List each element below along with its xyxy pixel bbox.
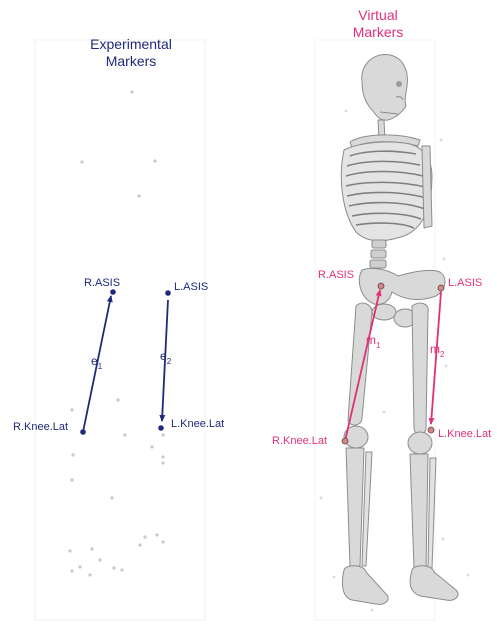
virtual-label-r-asis: R.ASIS bbox=[318, 269, 354, 281]
virtual-title-line1: Virtual bbox=[358, 7, 397, 23]
skeleton-illustration bbox=[341, 55, 458, 605]
vector-e2-symbol: e2 bbox=[160, 349, 172, 366]
vector-m2-symbol: m2 bbox=[430, 342, 445, 359]
experimental-scatter-markers bbox=[68, 90, 164, 576]
experimental-label-l-knee: L.Knee.Lat bbox=[171, 418, 224, 430]
virtual-r-knee-marker bbox=[342, 438, 348, 444]
virtual-label-l-asis: L.ASIS bbox=[448, 277, 482, 289]
virtual-r-asis-marker bbox=[378, 283, 384, 289]
virtual-l-knee-marker bbox=[428, 427, 434, 433]
experimental-r-asis-marker bbox=[110, 289, 116, 295]
experimental-l-asis-marker bbox=[165, 290, 171, 296]
experimental-label-r-asis: R.ASIS bbox=[84, 277, 120, 289]
experimental-label-r-knee: R.Knee.Lat bbox=[13, 421, 68, 433]
virtual-label-l-knee: L.Knee.Lat bbox=[438, 428, 491, 440]
virtual-label-r-knee: R.Knee.Lat bbox=[272, 435, 327, 447]
experimental-l-knee-marker bbox=[158, 425, 164, 431]
experimental-title-line2: Markers bbox=[106, 53, 157, 69]
experimental-panel-frame bbox=[35, 40, 205, 620]
virtual-l-asis-marker bbox=[438, 285, 444, 291]
virtual-title-line2: Markers bbox=[353, 24, 404, 40]
vector-e1-symbol: e1 bbox=[91, 354, 103, 371]
experimental-label-l-asis: L.ASIS bbox=[174, 281, 208, 293]
experimental-r-knee-marker bbox=[80, 429, 86, 435]
experimental-title-line1: Experimental bbox=[90, 36, 172, 52]
